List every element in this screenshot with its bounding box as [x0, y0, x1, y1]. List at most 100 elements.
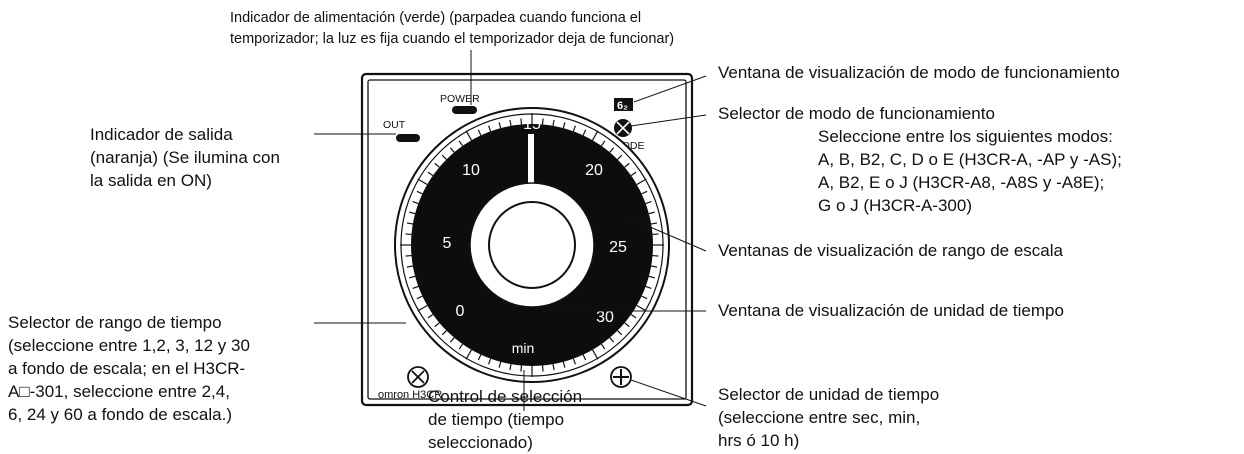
dial-tick — [405, 254, 412, 257]
time-setting-knob[interactable] — [469, 182, 595, 308]
callout-line: G o J (H3CR-A-300) — [818, 196, 972, 215]
dial-tick — [652, 233, 659, 236]
dial-tick — [652, 254, 659, 257]
dial-tick — [552, 119, 555, 126]
callout-line: Selector de rango de tiempo — [8, 313, 222, 332]
callout-line: Control de selección — [428, 387, 583, 406]
dial-tick — [405, 233, 412, 236]
device-inner-frame — [367, 79, 687, 400]
scale-number-30: 30 — [596, 309, 614, 326]
dial-tick — [645, 285, 652, 290]
dial-tick — [641, 295, 648, 300]
dial-tick — [636, 178, 647, 186]
dial-tick — [498, 361, 502, 368]
callout-line: (seleccione entre sec, min, — [718, 408, 921, 427]
dial-tick — [562, 361, 566, 368]
dial-tick — [562, 122, 566, 129]
dial-tick — [591, 130, 599, 141]
scale-number-5: 5 — [443, 235, 452, 252]
dial-tick — [600, 140, 606, 147]
dial-tick — [458, 343, 464, 350]
callout-line: Selector de unidad de tiempo — [718, 385, 940, 404]
dial-tick — [651, 265, 658, 268]
dial-tick — [641, 190, 648, 195]
dial-tick — [648, 275, 655, 279]
callout-line: seleccionado) — [428, 433, 533, 452]
dial-ticks — [400, 113, 664, 377]
dial-tick — [449, 337, 455, 343]
callout-line: A, B2, E o J (H3CR-A8, -A8S y -A8E); — [818, 173, 1105, 192]
callout-line: Indicador de alimentación (verde) (parpa… — [230, 10, 642, 26]
callout-line: Ventana de visualización de unidad de ti… — [718, 301, 1064, 320]
dial-tick — [572, 125, 577, 132]
dial-tick — [441, 154, 447, 160]
dial-tick — [487, 125, 492, 132]
time-unit-selector-screw[interactable] — [610, 366, 632, 388]
scale-number-20: 20 — [585, 162, 603, 179]
callout-line: Indicador de salida — [90, 125, 233, 144]
dial-tick — [651, 222, 658, 225]
dial-tick — [409, 275, 416, 279]
power-indicator-led — [452, 106, 477, 114]
dial-tick — [417, 178, 428, 186]
dial-tick — [572, 358, 577, 365]
dial-tick — [406, 265, 413, 268]
dial-tick — [552, 364, 555, 371]
scale-number-0: 0 — [456, 303, 465, 320]
callout-line: temporizador; la luz es fija cuando el t… — [230, 31, 675, 47]
mode-selector-knob[interactable] — [614, 119, 632, 137]
dial-tick — [582, 354, 587, 361]
callout-line: (seleccione entre 1,2, 3, 12 y 30 — [8, 336, 250, 355]
callout-line: Seleccione entre los siguientes modos: — [818, 127, 1113, 146]
callout-line: 6, 24 y 60 a fondo de escala.) — [8, 405, 232, 424]
dial-tick — [624, 322, 630, 328]
dial-tick — [520, 118, 523, 125]
mode-window-value: 6₂ — [617, 100, 628, 112]
callout-line: A□-301, seleccione entre 2,4, — [8, 382, 230, 401]
callout-line: a fondo de escala; en el H3CR- — [8, 359, 246, 378]
dial-tick — [458, 140, 464, 147]
dial-tick — [487, 358, 492, 365]
scale-number-25: 25 — [609, 239, 627, 256]
time-range-selector-screw[interactable] — [407, 366, 429, 388]
dial-tick — [477, 129, 482, 136]
power-label: POWER — [440, 93, 480, 105]
dial-tick — [416, 295, 423, 300]
callout-line: (naranja) (Se ilumina con — [90, 148, 280, 167]
dial-tick — [630, 171, 637, 177]
dial-tick — [434, 162, 440, 168]
dial-tick — [441, 330, 447, 336]
dial-tick — [648, 211, 655, 215]
dial-tick — [409, 211, 416, 215]
dial-tick — [406, 222, 413, 225]
dial-tick — [449, 147, 455, 153]
dial-tick — [465, 349, 473, 360]
dial-tick — [600, 343, 606, 350]
dial-tick — [617, 154, 623, 160]
dial-tick — [541, 118, 544, 125]
callout-line: de tiempo (tiempo — [428, 410, 565, 429]
callout-line: hrs ó 10 h) — [718, 431, 800, 450]
scale-number-10: 10 — [462, 162, 480, 179]
callout-line: la salida en ON) — [90, 171, 212, 190]
leader-lines — [314, 50, 707, 411]
dial-tick — [416, 190, 423, 195]
dial-tick — [498, 122, 502, 129]
dial-tick — [465, 130, 473, 141]
callout-line: Ventanas de visualización de rango de es… — [718, 241, 1063, 260]
dial-tick — [412, 285, 419, 290]
dial-tick — [645, 200, 652, 205]
callout-line: Ventana de visualización de modo de func… — [718, 63, 1120, 82]
dial-tick — [427, 171, 434, 177]
dial-tick — [434, 322, 440, 328]
dial-tick — [582, 129, 587, 136]
dial-tick — [520, 365, 523, 372]
dial-tick — [609, 147, 615, 153]
dial-tick — [636, 304, 647, 312]
dial-pointer — [528, 134, 534, 186]
dial-tick — [427, 313, 434, 319]
out-label: OUT — [383, 119, 406, 131]
callout-line: A, B, B2, C, D o E (H3CR-A, -AP y -AS); — [818, 150, 1122, 169]
dial-tick — [477, 354, 482, 361]
